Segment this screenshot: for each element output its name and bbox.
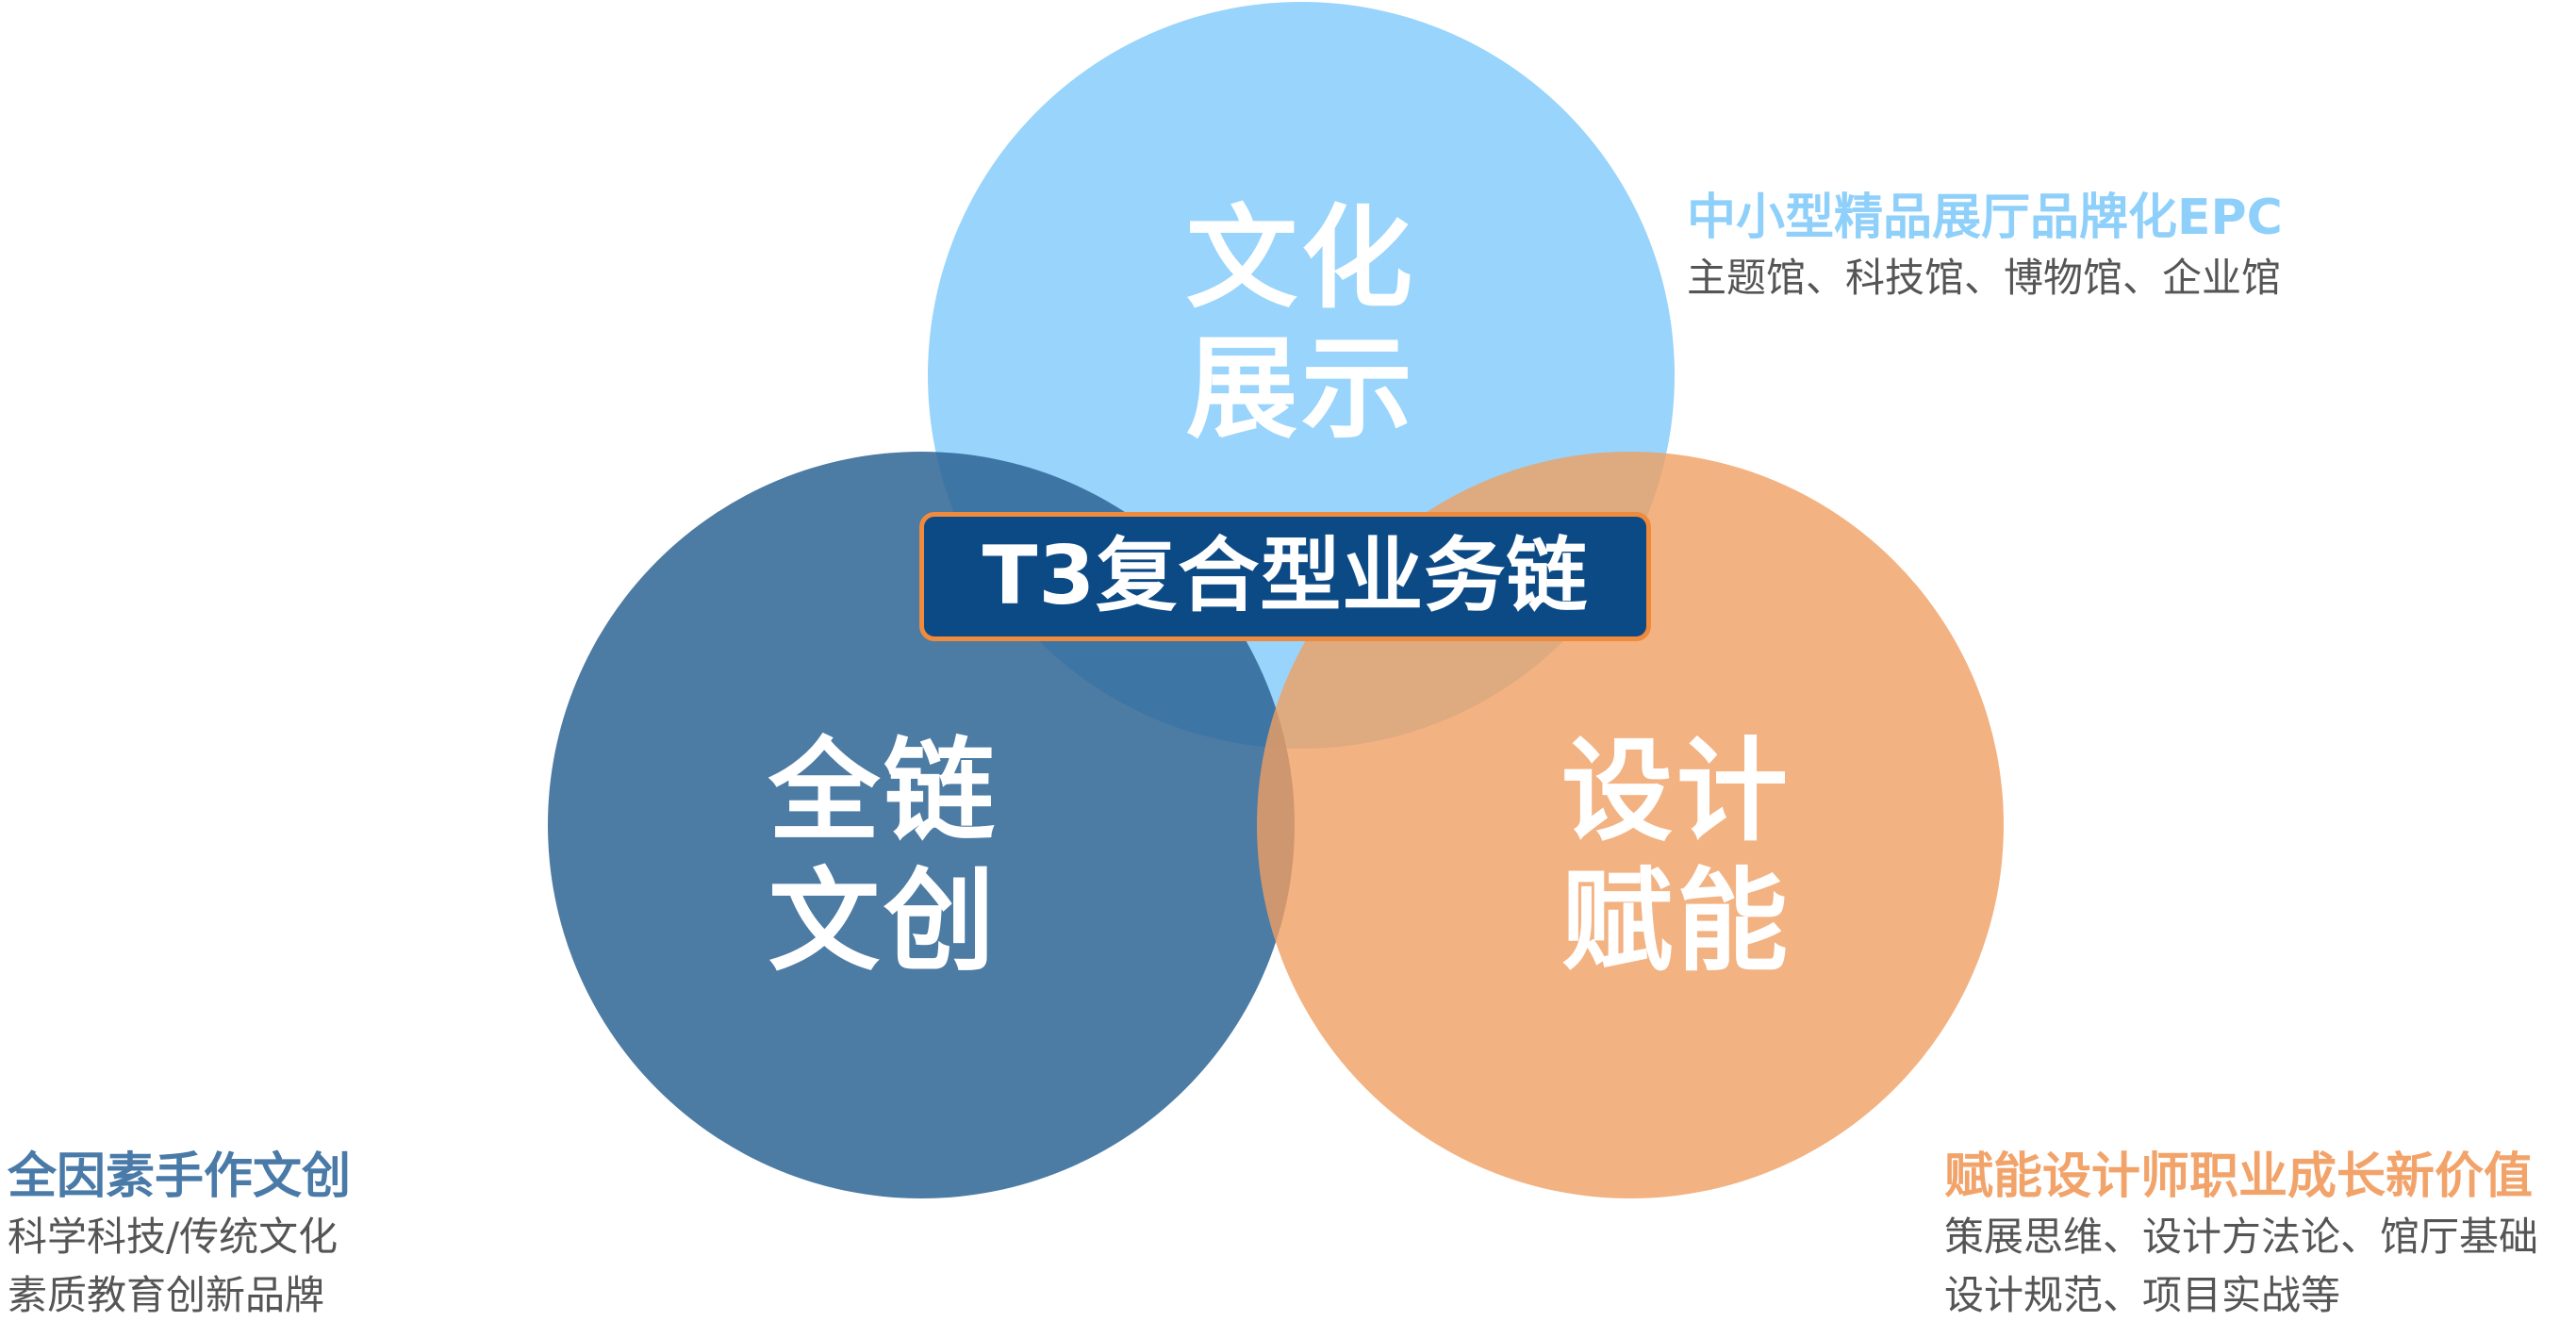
creative-caption: 全因素手作文创 科学科技/传统文化 素质教育创新品牌 — [8, 1146, 351, 1325]
culture-caption-line: 主题馆、科技馆、博物馆、企业馆 — [1687, 255, 2282, 301]
design-circle-label: 设计 赋能 — [1488, 726, 1865, 986]
design-label-line2: 赋能 — [1560, 856, 1792, 986]
culture-label-line2: 展示 — [1185, 323, 1416, 454]
design-label-line1: 设计 — [1560, 726, 1792, 856]
creative-caption-heading: 全因素手作文创 — [8, 1148, 352, 1205]
culture-caption: 中小型精品展厅品牌化EPC 主题馆、科技馆、博物馆、企业馆 — [1687, 187, 2283, 307]
design-caption-line: 策展思维、设计方法论、馆厅基础 — [1944, 1214, 2539, 1260]
culture-caption-heading: 中小型精品展厅品牌化EPC — [1687, 190, 2283, 246]
design-caption-line: 设计规范、项目实战等 — [1944, 1272, 2341, 1318]
creative-circle-label: 全链 文创 — [695, 726, 1072, 986]
design-caption-heading: 赋能设计师职业成长新价值 — [1944, 1148, 2534, 1205]
creative-label-line1: 全链 — [768, 726, 999, 856]
design-caption: 赋能设计师职业成长新价值 策展思维、设计方法论、馆厅基础 设计规范、项目实战等 — [1944, 1146, 2538, 1325]
culture-circle-label: 文化 展示 — [1113, 193, 1490, 454]
creative-caption-line: 素质教育创新品牌 — [8, 1272, 325, 1318]
creative-caption-line: 科学科技/传统文化 — [8, 1214, 339, 1260]
culture-label-line1: 文化 — [1185, 193, 1416, 323]
center-title-box: T3复合型业务链 — [919, 512, 1651, 641]
creative-label-line2: 文创 — [768, 856, 999, 986]
